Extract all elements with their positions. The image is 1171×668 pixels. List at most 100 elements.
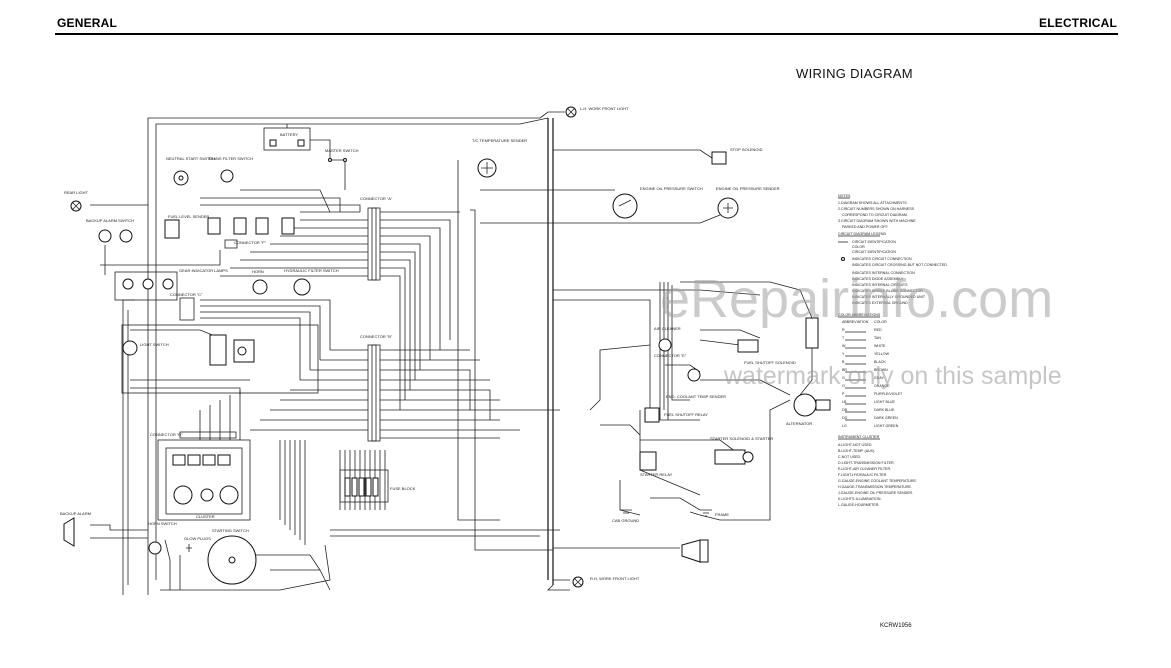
light-switch: LIGHT SWITCH <box>122 340 169 356</box>
starting-switch-label: STARTING SWITCH <box>212 528 249 533</box>
section-header-electrical: ELECTRICAL <box>1039 16 1117 30</box>
cluster-label: CLUSTER <box>196 514 215 519</box>
diagram-title: WIRING DIAGRAM <box>796 66 913 81</box>
fuel-shutoff-relay: FUEL SHUTOFF RELAY <box>644 407 708 423</box>
stop-solenoid-label: STOP SOLENOID <box>730 147 763 152</box>
instrument-cluster: CLUSTER <box>157 439 251 521</box>
section-header-general: GENERAL <box>57 16 118 30</box>
color-name-0: COLOR <box>874 320 887 324</box>
color-code-3: W <box>842 344 846 348</box>
engine-oil-pressure-sender-label: ENGINE OIL PRESSURE SENDER <box>716 186 780 191</box>
symbol-2: COLOR <box>852 245 865 249</box>
gear-indicator-lamps-label: GEAR INDICATOR LAMPS <box>179 268 228 273</box>
color-code-5: B <box>842 360 845 364</box>
rear-light-label: REAR LIGHT <box>64 190 89 195</box>
color-name-13: LIGHT GREEN <box>874 424 899 428</box>
hydraulic-filter-switch: HYDRAULIC FILTER SWITCH <box>284 268 339 296</box>
stop-solenoid: STOP SOLENOID <box>711 147 763 165</box>
color-name-3: WHITE <box>874 344 886 348</box>
cab-ground-label: CAB GROUND <box>612 518 639 523</box>
color-code-7: G <box>842 376 845 380</box>
connector-b: CONNECTOR "B" <box>360 334 393 442</box>
cluster-item-c: C.NOT USED. <box>838 455 861 459</box>
symbol-11: INDICATES EXTERNAL GROUND <box>852 301 908 305</box>
backup-alarm-label: BACKUP ALARM <box>60 511 91 516</box>
air-cleaner: AIR CLEANER <box>654 326 681 352</box>
color-code-4: Y <box>842 352 845 356</box>
connector-d-label: CONNECTOR "D" <box>150 432 183 437</box>
air-cleaner-label: AIR CLEANER <box>654 326 681 331</box>
horn: HORN <box>252 269 268 295</box>
fuel-gauge-area <box>121 324 319 394</box>
cluster-item-l: L.GAUGE-HOURMETER. <box>838 503 879 507</box>
neutral-start-switch: NEUTRAL START SWITCH <box>166 156 215 186</box>
cluster-item-a: A.LIGHT-NOT USED. <box>838 443 872 447</box>
engine-oil-pressure-sender: ENGINE OIL PRESSURE SENDER <box>716 186 780 219</box>
cluster-item-k: K.LIGHTS-ILLUMINATION. <box>838 497 881 501</box>
glow-plugs: GLOW PLUGS <box>184 536 211 552</box>
color-name-5: BLACK <box>874 360 886 364</box>
connector-e: CONNECTOR "E" <box>654 353 687 358</box>
color-name-6: BROWN <box>874 368 888 372</box>
cluster-item-h: H.GAUGE-TRANSMISSION TEMPERATURE. <box>838 485 912 489</box>
master-switch: MASTER SWITCH <box>325 148 359 190</box>
symbol-6: INDICATES INTERNAL CONNECTION <box>852 271 915 275</box>
front-work-light-label: L.H. WORK FRONT LIGHT <box>580 106 629 111</box>
alternator: ALTERNATOR <box>786 393 831 426</box>
connector-b-label: CONNECTOR "B" <box>360 334 393 339</box>
backup-alarm-switch-label: BACKUP ALARM SWITCH <box>86 218 134 223</box>
temperature-sender: T/C TEMPERATURE SENDER <box>472 138 527 178</box>
notes-legend: NOTES 1.DIAGRAM SHOWS ALL ATTACHMENTS. 2… <box>838 194 947 507</box>
color-code-6: BR <box>842 368 847 372</box>
symbol-1: CIRCUIT IDENTIFICATION <box>852 240 896 244</box>
eng-coolant-temp-sender: ENG. COOLANT TEMP SENDER <box>666 368 726 399</box>
horn-button <box>681 539 709 563</box>
fuel-level-sender-label: FUEL LEVEL SENDER <box>168 214 209 219</box>
fuse-block-label: FUSE BLOCK <box>390 486 416 491</box>
starter-solenoid: STARTER SOLENOID & STARTER <box>710 436 773 465</box>
hydraulic-filter-switch-label: HYDRAULIC FILTER SWITCH <box>284 268 339 273</box>
symbols-heading: CIRCUIT DIAGRAM LEGEND <box>838 232 886 236</box>
cluster-item-j: J.GAUGE-ENGINE OIL PRESSURE SENDER. <box>838 491 913 495</box>
color-code-10: LB <box>842 400 847 404</box>
starter-relay-label: STARTER RELAY <box>640 472 673 477</box>
cluster-item-b: B.LIGHT-TEMP. (AUX). <box>838 449 875 453</box>
color-code-2: T <box>842 336 845 340</box>
battery: BATTERY <box>263 124 331 160</box>
master-switch-label: MASTER SWITCH <box>325 148 359 153</box>
header-rule <box>55 33 1118 35</box>
color-code-8: O <box>842 384 845 388</box>
symbol-5: INDICATES CIRCUIT CROSSING BUT NOT CONNE… <box>852 263 947 267</box>
trans-filter-switch-label: TRANS FILTER SWITCH <box>208 156 253 161</box>
gear-pressure-switches <box>207 217 295 235</box>
note-3: 3.CIRCUIT DIAGRAM SHOWN WITH MACHINE <box>838 219 916 223</box>
neutral-start-switch-label: NEUTRAL START SWITCH <box>166 156 215 161</box>
symbol-8: INDICATES INTERNAL CIRCUITS <box>852 283 908 287</box>
horn-switch: HORN SWITCH <box>148 521 177 555</box>
color-code-0: ABBREVIATION <box>842 320 869 324</box>
rear-light: REAR LIGHT <box>64 190 89 212</box>
note-2: 2.CIRCUIT NUMBERS SHOWN ON HARNESS <box>838 207 915 211</box>
backup-alarm-switch: BACKUP ALARM SWITCH <box>86 218 134 243</box>
rear-work-light-label: R.H. WORK FRONT LIGHT <box>590 576 640 581</box>
rear-work-light: R.H. WORK FRONT LIGHT <box>572 576 640 588</box>
color-name-8: ORANGE <box>874 384 890 388</box>
light-switch-label: LIGHT SWITCH <box>140 342 169 347</box>
symbol-3: CIRCUIT IDENTIFICATION <box>852 250 896 254</box>
color-name-2: TAN <box>874 336 881 340</box>
eng-coolant-temp-sender-label: ENG. COOLANT TEMP SENDER <box>666 394 726 399</box>
starter-solenoid-label: STARTER SOLENOID & STARTER <box>710 436 773 441</box>
color-name-7: GRAY <box>874 376 885 380</box>
connector-c-label: CONNECTOR "C" <box>170 292 203 297</box>
gear-indicator-lamps: GEAR INDICATOR LAMPS <box>114 268 228 301</box>
watermark-sub: watermark only on this sample <box>724 362 1062 390</box>
cluster-item-g: G.GAUGE-ENGINE COOLANT TEMPERATURE. <box>838 479 917 483</box>
symbol-9: INDICATES SINGLE IN-LINE CONNECTOR <box>852 289 923 293</box>
fuel-shutoff-relay-label: FUEL SHUTOFF RELAY <box>664 412 708 417</box>
alternator-label: ALTERNATOR <box>786 421 812 426</box>
frame-ground: FRAME <box>700 509 729 517</box>
bundle-wires <box>90 189 560 591</box>
color-name-10: LIGHT BLUE <box>874 400 896 404</box>
color-code-9: P <box>842 392 845 396</box>
